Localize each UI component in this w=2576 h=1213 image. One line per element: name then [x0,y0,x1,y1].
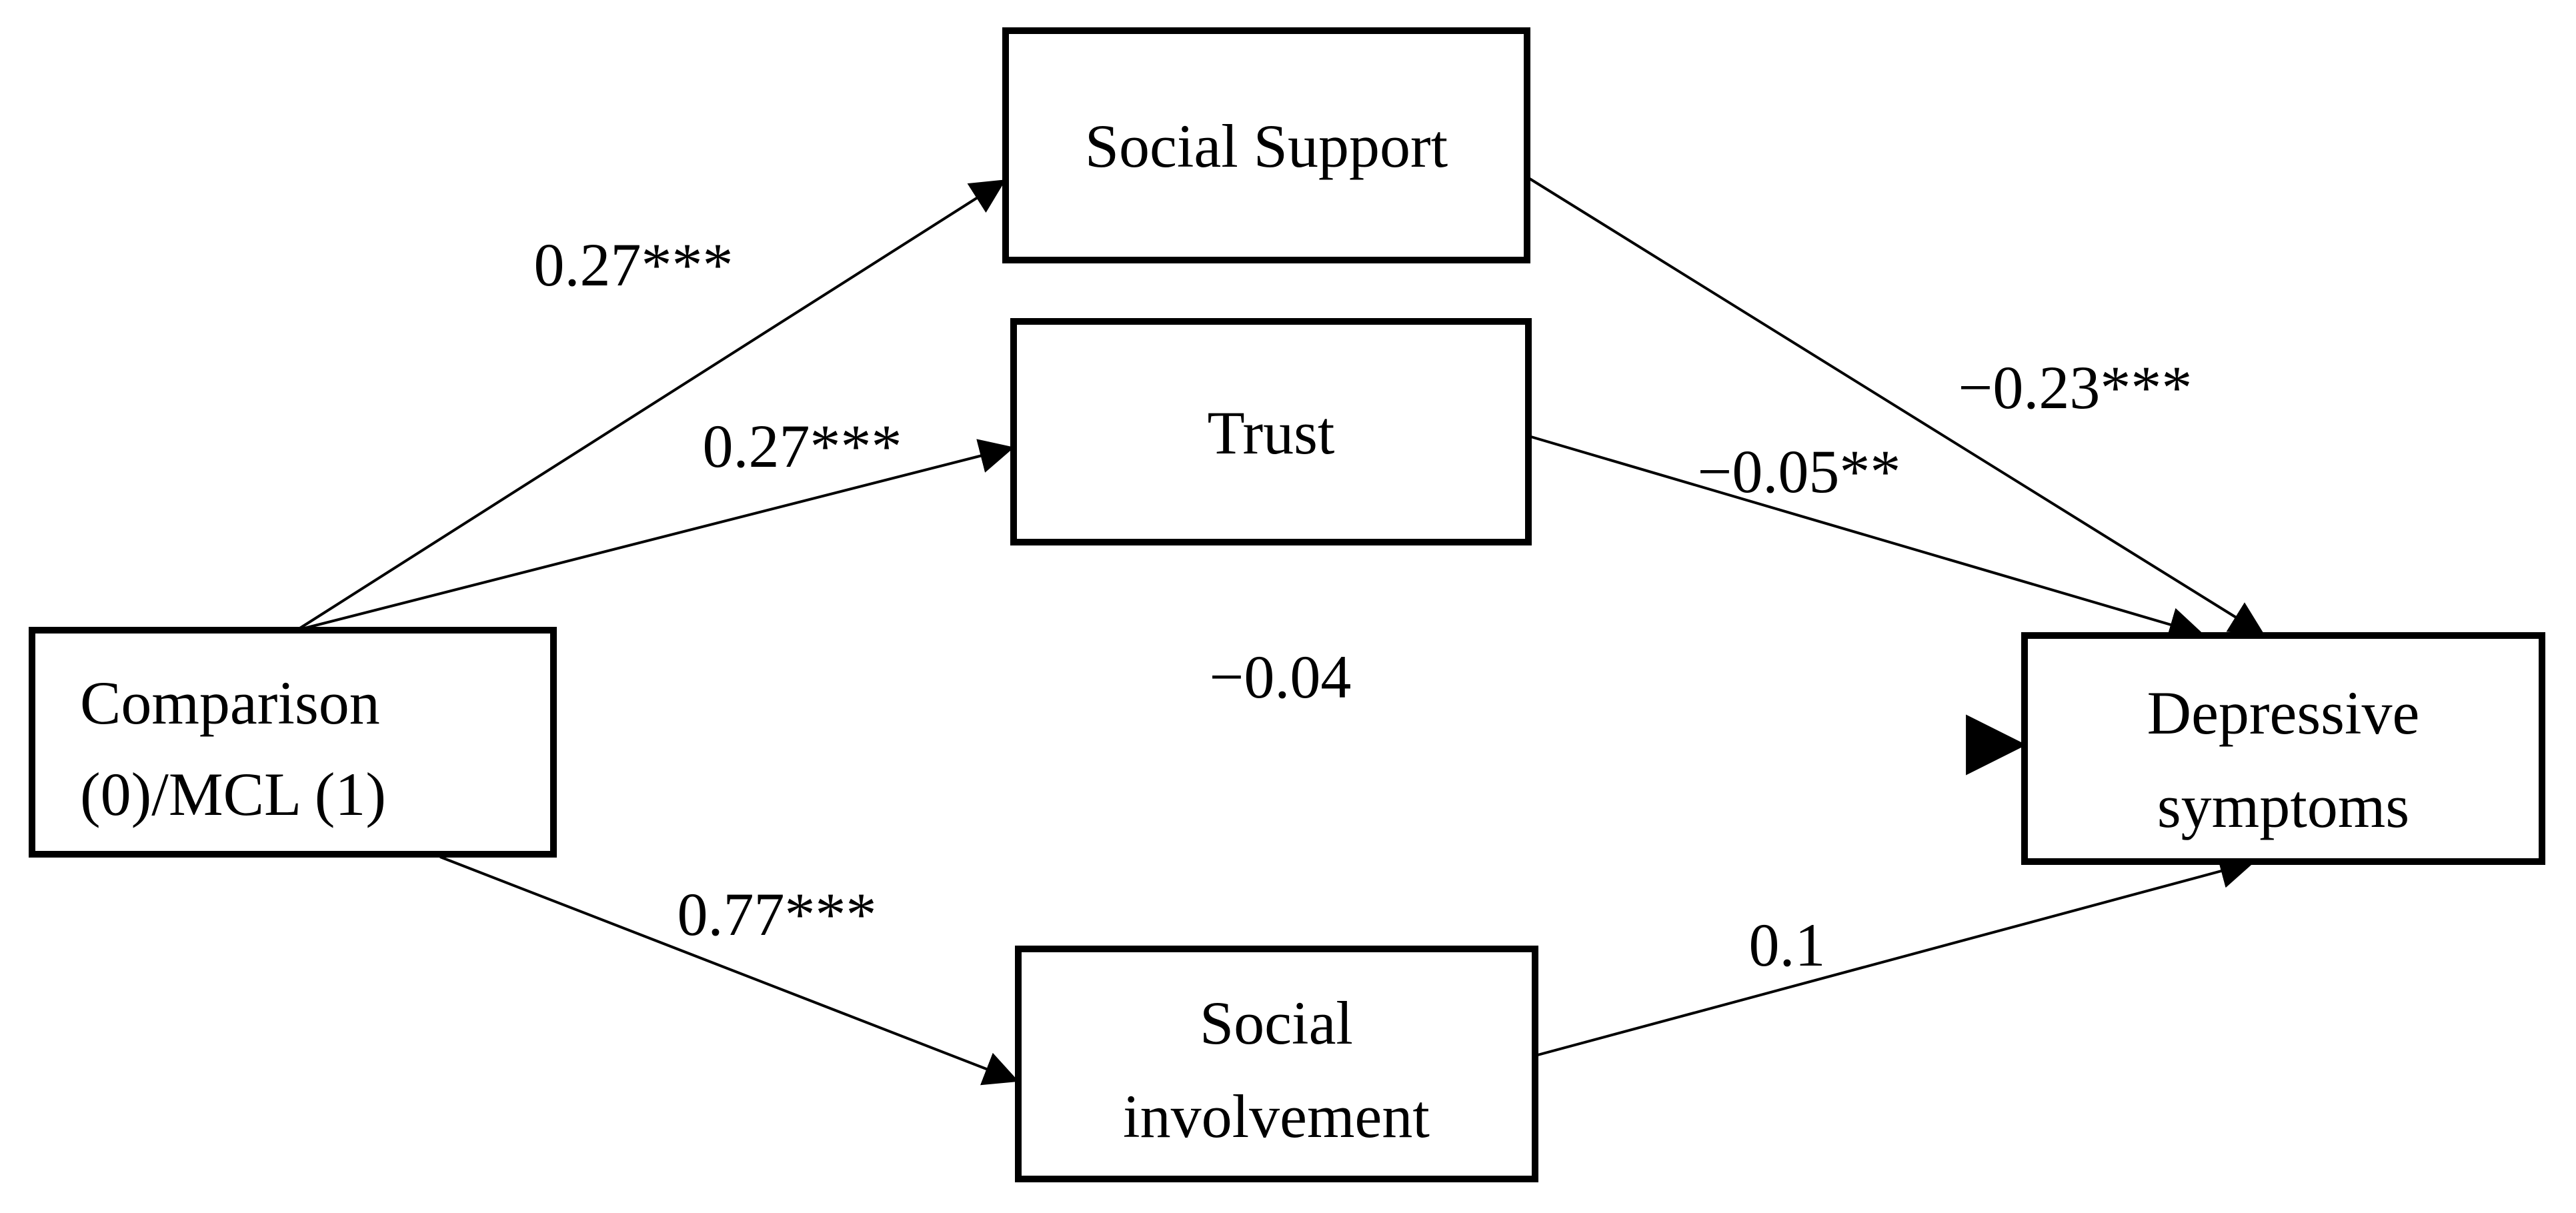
node-trust-label: Trust [1208,399,1335,467]
node-social-support: Social Support [1002,27,1530,263]
node-social-support-label: Social Support [1085,112,1448,180]
edge-comparison-social-involvement-line [439,856,1019,1086]
edge-comparison-trust-line [296,439,1015,632]
edge-comparison-social-support-coefficient: 0.27*** [534,231,734,299]
node-social-support-box [1002,27,1530,263]
edge-comparison-social-involvement-coefficient: 0.77*** [678,880,877,948]
edge-comparison-depressive-coefficient: −0.04 [1210,643,1352,711]
edge-social-support-depressive-line [1528,177,2265,636]
node-comparison-label-line-1: Comparison [80,669,380,737]
node-depressive-symptoms: Depressive symptoms [2021,632,2545,865]
edge-social-involvement-depressive-coefficient: 0.1 [1749,911,1826,979]
node-depressive-symptoms-label-line-2: symptoms [2157,772,2409,840]
edge-labels: 0.27*** 0.27*** −0.04 0.77*** −0.23*** −… [534,231,2193,979]
node-social-involvement-label-line-2: involvement [1123,1082,1430,1150]
edge-comparison-social-support-line [295,179,1006,632]
node-trust: Trust [1010,318,1532,545]
node-comparison-box [29,627,557,858]
node-depressive-symptoms-box [2021,632,2545,865]
edge-comparison-trust-coefficient: 0.27*** [703,412,902,480]
edges [295,177,2265,1086]
node-social-involvement-box [1015,946,1538,1182]
edge-social-support-depressive-coefficient: −0.23*** [1959,353,2193,421]
edge-social-involvement-depressive-line [1537,854,2255,1056]
node-social-involvement-label-line-1: Social [1200,989,1353,1057]
node-comparison: Comparison (0)/MCL (1) [29,627,557,858]
node-social-involvement: Social involvement [1015,946,1538,1182]
node-depressive-symptoms-label-line-1: Depressive [2147,679,2420,747]
edge-trust-depressive-line [1530,435,2204,642]
node-comparison-label-line-2: (0)/MCL (1) [80,760,386,828]
node-trust-box [1010,318,1532,545]
edge-trust-depressive-coefficient: −0.05** [1698,437,1901,505]
